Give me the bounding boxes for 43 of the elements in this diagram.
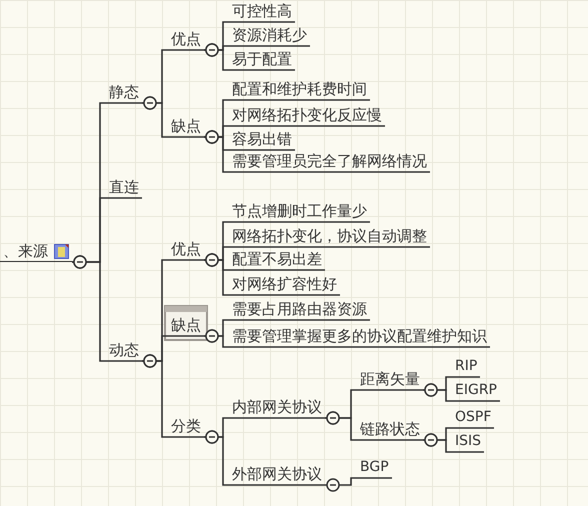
topic-text: EIGRP	[452, 381, 500, 401]
topic-text: 配置和维护耗费时间	[229, 80, 370, 100]
branch-line	[325, 477, 392, 492]
branch-line	[142, 96, 204, 138]
topic-text: 配置不易出差	[229, 250, 325, 270]
branch-line	[204, 43, 295, 71]
topic-text: 缺点	[168, 117, 204, 137]
topic-text: 对网络扩容性好	[229, 275, 340, 295]
topic-text: RIP	[452, 357, 480, 377]
branch-line	[204, 130, 430, 173]
topic-text: 可控性高	[229, 2, 295, 22]
branch-line	[204, 329, 490, 348]
topic-text: 需要管理掌握更多的协议配置维护知识	[229, 327, 490, 347]
topic-text: 优点	[168, 30, 204, 50]
topic-text: 内部网关协议	[229, 398, 325, 418]
branch-line	[142, 354, 204, 438]
topic-text: 静态	[106, 83, 142, 103]
topic-text: 、来源	[3, 242, 48, 260]
branch-line	[204, 430, 325, 486]
topic-text: 易于配置	[229, 50, 295, 70]
branch-line	[423, 433, 484, 453]
branch-line	[72, 255, 142, 362]
topic-text: 直连	[106, 178, 142, 198]
topic-underline	[0, 242, 72, 262]
topic-text: 节点增删时工作量少	[229, 202, 370, 222]
topic-text: 资源消耗少	[229, 26, 310, 46]
topic-text: OSPF	[452, 408, 494, 428]
topic-text: BGP	[357, 458, 392, 478]
topic-text: 动态	[106, 341, 142, 361]
topic-text: 容易出错	[229, 130, 295, 150]
branch-line	[423, 383, 500, 402]
branch-line	[204, 253, 340, 296]
topic-text: 优点	[168, 240, 204, 260]
topic-text: ISIS	[452, 432, 484, 452]
topic-text: 链路状态	[357, 420, 423, 440]
topic-text: 外部网关协议	[229, 465, 325, 485]
topic-text: 网络拓扑变化，协议自动调整	[229, 227, 430, 247]
topic-text: 需要占用路由器资源	[229, 300, 370, 320]
topic-text: 对网络拓扑变化反应慢	[229, 106, 385, 126]
topic-text: 距离矢量	[357, 370, 423, 390]
topic-text: 需要管理员完全了解网络情况	[229, 152, 430, 172]
branch-line	[325, 411, 423, 441]
topic-text: 分类	[168, 417, 204, 437]
